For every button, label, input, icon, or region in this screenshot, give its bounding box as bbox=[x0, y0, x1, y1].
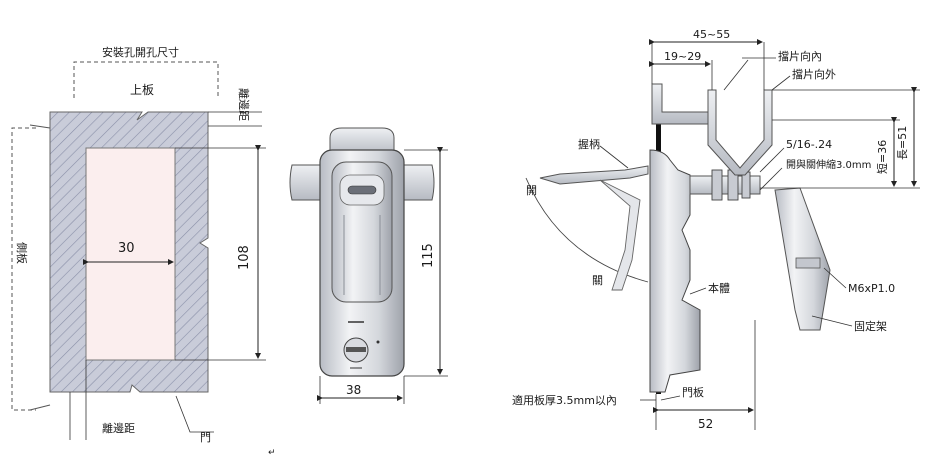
tab-inward-label: 擋片向內 bbox=[778, 49, 822, 63]
dim-38-label: 38 bbox=[346, 383, 361, 397]
dim-19-29-label: 19~29 bbox=[664, 50, 701, 63]
thread-label: 5/16-.24 bbox=[786, 138, 832, 151]
cutout-view: 30 108 離邊距 離邊距 門 安裝孔開孔尺寸 上板 側板 ↵ bbox=[11, 45, 276, 458]
dim-short-label: 短=36 bbox=[875, 140, 889, 174]
lock-top-tab bbox=[329, 127, 395, 156]
lock-wings bbox=[289, 164, 321, 201]
front-view: 115 38 bbox=[289, 127, 448, 404]
stroke-label: 開與關伸縮3.0mm bbox=[786, 158, 871, 171]
stray-mark: ↵ bbox=[268, 448, 276, 458]
mounting-hole-label: 安裝孔開孔尺寸 bbox=[102, 45, 179, 59]
open-label: 開 bbox=[526, 184, 537, 197]
handle-open bbox=[539, 165, 649, 185]
dim-115-label: 115 bbox=[421, 243, 436, 268]
dim-long-label: 長=51 bbox=[896, 126, 909, 160]
side-panel-outline bbox=[11, 127, 36, 411]
bolt-label: M6xP1.0 bbox=[848, 282, 895, 295]
bracket-label: 固定架 bbox=[854, 319, 887, 333]
panel-thickness-label: 適用板厚3.5mm以內 bbox=[512, 393, 617, 407]
lock-body-profile bbox=[649, 149, 701, 393]
door-panel-label: 門板 bbox=[682, 385, 704, 399]
handle-swing-arc bbox=[525, 177, 649, 283]
top-panel-label: 上板 bbox=[130, 83, 154, 97]
dim-45-55-label: 45~55 bbox=[693, 28, 730, 41]
cam-tab bbox=[707, 89, 773, 176]
door-label: 門 bbox=[200, 431, 211, 444]
dim-108-label: 108 bbox=[237, 245, 252, 270]
tab-outward-label: 擋片向外 bbox=[792, 67, 836, 81]
dim-30-label: 30 bbox=[118, 241, 135, 256]
dim-52-label: 52 bbox=[698, 417, 713, 431]
side-view: 45~55 19~29 長=51 短=36 52 擋片向內 擋片向外 5/16-… bbox=[512, 28, 920, 431]
edge-distance-right-label: 離邊距 bbox=[237, 88, 251, 121]
close-label: 關 bbox=[592, 274, 603, 287]
handle-label: 握柄 bbox=[578, 137, 600, 151]
edge-distance-bottom-label: 離邊距 bbox=[102, 421, 135, 435]
mounting-hole-outline bbox=[73, 61, 219, 98]
body-label: 本體 bbox=[708, 281, 730, 295]
cutout-opening bbox=[85, 147, 176, 361]
side-panel-label: 側板 bbox=[15, 242, 29, 264]
